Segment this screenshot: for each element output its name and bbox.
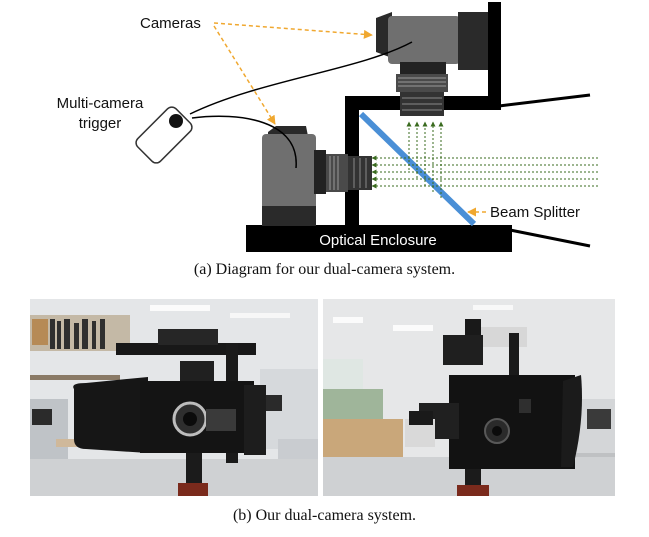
side-camera xyxy=(262,126,372,226)
cameras-label: Cameras xyxy=(140,15,201,32)
beam-splitter-label: Beam Splitter xyxy=(490,204,580,221)
top-camera xyxy=(376,12,488,116)
trigger-device xyxy=(135,106,193,164)
trigger-label-line1: Multi-camera xyxy=(57,95,144,112)
trigger-cables xyxy=(189,41,413,169)
horizontal-light-rays xyxy=(371,155,598,189)
caption-a: (a) Diagram for our dual-camera system. xyxy=(193,261,456,278)
enclosure-label: Optical Enclosure xyxy=(319,232,437,249)
dual-camera-diagram: Optical Enclosure xyxy=(57,2,598,252)
trigger-label-line2: trigger xyxy=(79,115,122,132)
vertical-light-rays xyxy=(406,121,444,198)
photo-system-right-view xyxy=(323,299,615,496)
caption-b: (b) Our dual-camera system. xyxy=(232,507,417,524)
cameras-annotation-arrows xyxy=(213,22,373,125)
photo-system-left-view xyxy=(30,299,318,496)
